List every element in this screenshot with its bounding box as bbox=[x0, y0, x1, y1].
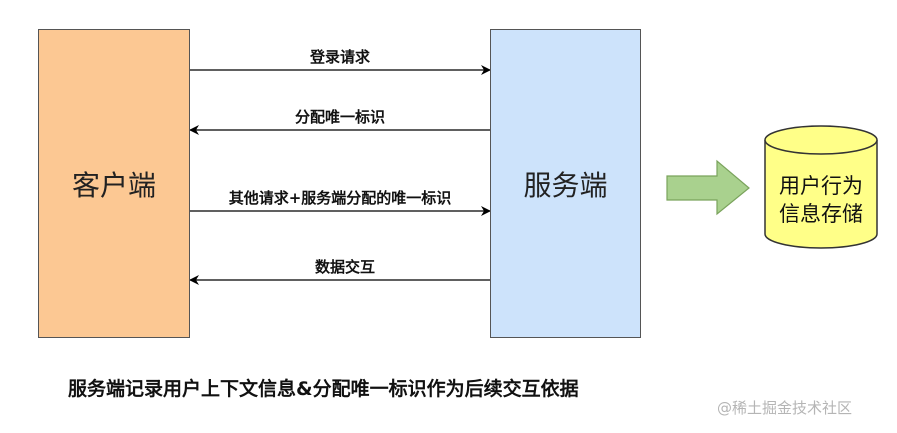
edge-label-other-requests: 其他请求+服务端分配的唯一标识 bbox=[228, 189, 452, 207]
server-label: 服务端 bbox=[523, 168, 608, 202]
server-node: 服务端 bbox=[490, 29, 641, 338]
client-label: 客户端 bbox=[71, 168, 156, 202]
client-node: 客户端 bbox=[38, 29, 190, 338]
diagram-caption: 服务端记录用户上下文信息&分配唯一标识作为后续交互依据 bbox=[68, 378, 579, 400]
block-arrow bbox=[666, 159, 750, 216]
storage-label: 用户行为 信息存储 bbox=[763, 172, 879, 228]
edge-label-data-exchange: 数据交互 bbox=[314, 258, 375, 276]
edge-label-login-request: 登录请求 bbox=[309, 48, 370, 66]
edge-label-assign-id: 分配唯一标识 bbox=[294, 108, 385, 126]
storage-cylinder bbox=[764, 125, 878, 249]
storage-label-line-1: 用户行为 bbox=[779, 174, 863, 198]
watermark: @稀土掘金技术社区 bbox=[717, 399, 853, 417]
storage-label-line-2: 信息存储 bbox=[779, 202, 863, 226]
